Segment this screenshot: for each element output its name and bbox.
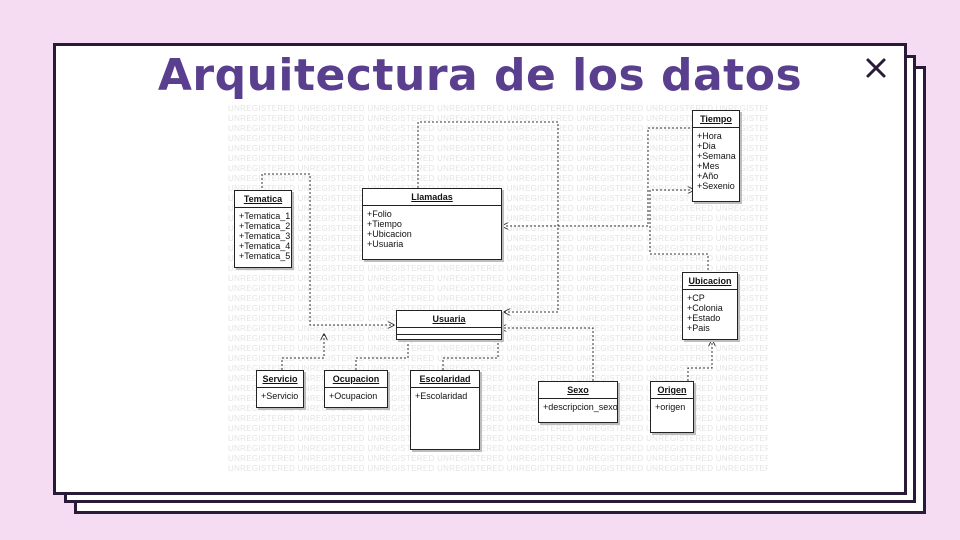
entity-llamadas-attr: +Tiempo: [367, 219, 402, 229]
link-tematica-usuaria: [261, 173, 394, 325]
entity-servicio-attr: +Servicio: [261, 391, 299, 401]
entity-tematica-attr: +Tematica_4: [239, 241, 291, 251]
watermark-row: UNREGISTERED UNREGISTERED UNREGISTERED U…: [228, 114, 768, 123]
watermark-row: UNREGISTERED UNREGISTERED UNREGISTERED U…: [228, 444, 768, 453]
watermark-row: UNREGISTERED UNREGISTERED UNREGISTERED U…: [228, 394, 768, 403]
entity-tiempo-attr: +Dia: [697, 141, 716, 151]
link-sexo-usuaria: [500, 328, 594, 381]
watermark-row: UNREGISTERED UNREGISTERED UNREGISTERED U…: [228, 134, 768, 143]
entity-origen-title: Origen: [651, 382, 693, 399]
entity-ocupacion-attr: +Ocupacion: [329, 391, 378, 401]
entity-tematica-attr: +Tematica_5: [239, 251, 291, 261]
close-icon: [866, 58, 886, 78]
link-ubicacion-tiempo: [649, 190, 709, 278]
watermark-row: UNREGISTERED UNREGISTERED UNREGISTERED U…: [228, 434, 768, 443]
link-ocupacion-usuaria: [355, 336, 408, 370]
watermark-row: UNREGISTERED UNREGISTERED UNREGISTERED U…: [228, 274, 768, 283]
entity-ubicacion-attr: +CP: [687, 293, 705, 303]
entity-tiempo-attr: +Sexenio: [697, 181, 735, 191]
page-title: Arquitectura de los datos: [157, 50, 803, 101]
entity-origen[interactable]: Origen +origen: [650, 381, 694, 433]
link-escolaridad-usuaria: [442, 336, 498, 370]
entity-tiempo-attr: +Hora: [697, 131, 722, 141]
entity-tiempo-title: Tiempo: [693, 111, 739, 128]
watermark-row: UNREGISTERED UNREGISTERED UNREGISTERED U…: [228, 124, 768, 133]
entity-ocupacion-title: Ocupacion: [325, 371, 387, 388]
watermark-row: UNREGISTERED UNREGISTERED UNREGISTERED U…: [228, 454, 768, 463]
entity-tiempo-attr: +Mes: [697, 161, 720, 171]
diagram-connectors: [261, 121, 768, 381]
watermark-row: UNREGISTERED UNREGISTERED UNREGISTERED U…: [228, 154, 768, 163]
link-servicio-usuaria: [281, 334, 324, 370]
entity-escolaridad-attr: +Escolaridad: [415, 391, 468, 401]
watermark-row: UNREGISTERED UNREGISTERED UNREGISTERED U…: [228, 174, 768, 183]
entity-ubicacion-attr: +Estado: [687, 313, 721, 323]
entity-usuaria[interactable]: Usuaria: [396, 310, 502, 340]
entity-tiempo-attr: +Semana: [697, 151, 736, 161]
close-button[interactable]: [860, 52, 892, 84]
watermark-row: UNREGISTERED UNREGISTERED UNREGISTERED U…: [228, 464, 768, 473]
entity-escolaridad-title: Escolaridad: [411, 371, 479, 388]
entity-llamadas-attr: +Folio: [367, 209, 392, 219]
entity-ubicacion[interactable]: Ubicacion +CP +Colonia +Estado +Pais: [682, 272, 738, 340]
entity-tiempo-attr: +Año: [697, 171, 719, 181]
entity-escolaridad[interactable]: Escolaridad +Escolaridad: [410, 370, 480, 450]
watermark-row: UNREGISTERED UNREGISTERED UNREGISTERED U…: [228, 374, 768, 383]
entity-tematica-attr: +Tematica_1: [239, 211, 291, 221]
entity-ubicacion-title: Ubicacion: [683, 273, 737, 290]
entity-llamadas-attr: +Usuaria: [367, 239, 404, 249]
entity-sexo-attr: +descripcion_sexo: [543, 402, 618, 412]
watermark-row: UNREGISTERED UNREGISTERED UNREGISTERED U…: [228, 384, 768, 393]
watermark-row: UNREGISTERED UNREGISTERED UNREGISTERED U…: [228, 354, 768, 363]
entity-ubicacion-attr: +Colonia: [687, 303, 723, 313]
entity-tematica-title: Tematica: [235, 191, 291, 208]
entity-tiempo[interactable]: Tiempo +Hora +Dia +Semana +Mes +Año +Sex…: [692, 110, 740, 202]
watermark-row: UNREGISTERED UNREGISTERED UNREGISTERED U…: [228, 164, 768, 173]
entity-llamadas-title: Llamadas: [363, 189, 501, 206]
watermark-row: UNREGISTERED UNREGISTERED UNREGISTERED U…: [228, 104, 768, 113]
entity-tematica-attr: +Tematica_2: [239, 221, 291, 231]
entity-servicio-title: Servicio: [257, 371, 303, 388]
entity-ocupacion[interactable]: Ocupacion +Ocupacion: [324, 370, 388, 408]
entity-sexo[interactable]: Sexo +descripcion_sexo: [538, 381, 618, 423]
watermark-row: UNREGISTERED UNREGISTERED UNREGISTERED U…: [228, 294, 768, 303]
entity-usuaria-title: Usuaria: [397, 311, 501, 328]
entity-sexo-title: Sexo: [539, 382, 617, 399]
entity-origen-attr: +origen: [655, 402, 686, 412]
link-origen-ubicacion: [687, 340, 712, 381]
watermark-row: UNREGISTERED UNREGISTERED UNREGISTERED U…: [228, 404, 768, 413]
entity-tematica[interactable]: Tematica +Tematica_1 +Tematica_2 +Temati…: [234, 190, 292, 268]
entity-tematica-attr: +Tematica_3: [239, 231, 291, 241]
entity-servicio[interactable]: Servicio +Servicio: [256, 370, 304, 408]
watermark-row: UNREGISTERED UNREGISTERED UNREGISTERED U…: [228, 424, 768, 433]
link-tiempo-llamadas: [502, 127, 694, 226]
entity-llamadas[interactable]: Llamadas +Folio +Tiempo +Ubicacion +Usua…: [362, 188, 502, 260]
entity-llamadas-attr: +Ubicacion: [367, 229, 412, 239]
watermark-row: UNREGISTERED UNREGISTERED UNREGISTERED U…: [228, 264, 768, 273]
watermark-row: UNREGISTERED UNREGISTERED UNREGISTERED U…: [228, 364, 768, 373]
watermark-row: UNREGISTERED UNREGISTERED UNREGISTERED U…: [228, 284, 768, 293]
slide-window: [53, 43, 907, 495]
watermark-row: UNREGISTERED UNREGISTERED UNREGISTERED U…: [228, 304, 768, 313]
link-llamadas-usuaria: [417, 121, 559, 312]
watermark-row: UNREGISTERED UNREGISTERED UNREGISTERED U…: [228, 144, 768, 153]
uml-diagram: UNREGISTERED UNREGISTERED UNREGISTERED U…: [228, 104, 768, 474]
entity-ubicacion-attr: +Pais: [687, 323, 710, 333]
watermark-row: UNREGISTERED UNREGISTERED UNREGISTERED U…: [228, 414, 768, 423]
